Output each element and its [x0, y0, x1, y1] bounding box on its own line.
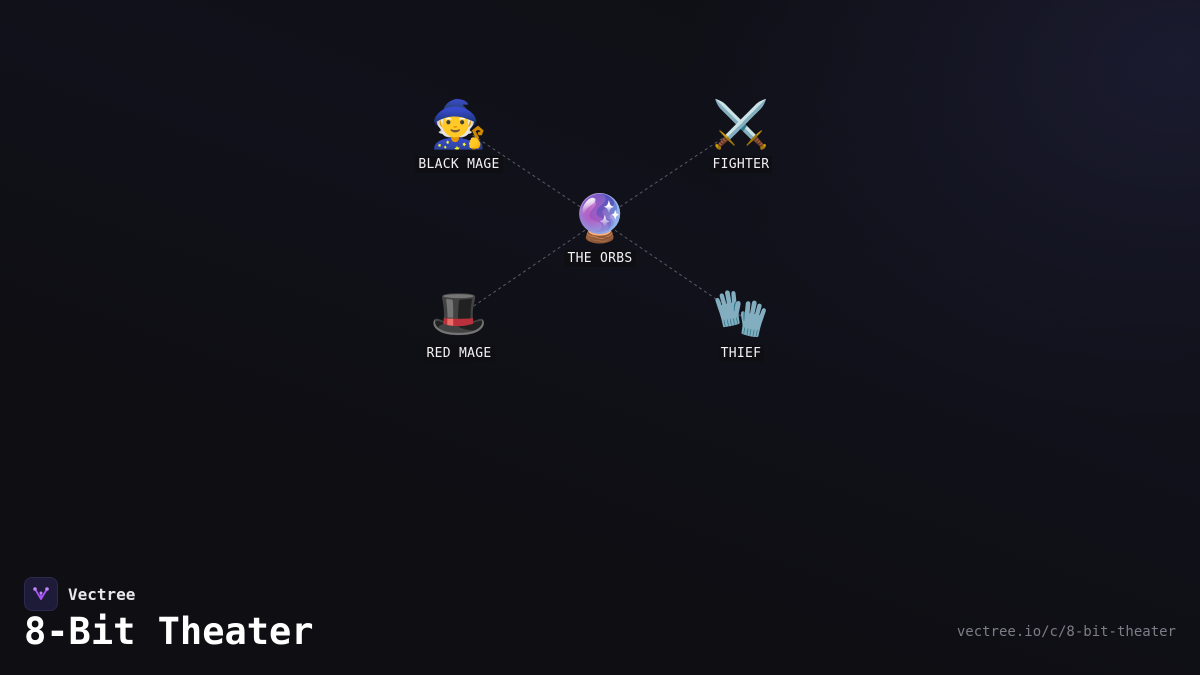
mage-icon: 🧙 — [430, 97, 488, 151]
vectree-logo-icon — [24, 577, 58, 611]
edge-fighter — [599, 125, 742, 221]
edge-black-mage — [458, 125, 601, 221]
node-red-mage[interactable]: 🎩 RED MAGE — [389, 285, 529, 362]
node-label: FIGHTER — [709, 156, 773, 173]
node-label: THIEF — [717, 345, 765, 362]
node-the-orbs[interactable]: 🔮 THE ORBS — [530, 190, 670, 267]
edge-red-mage — [458, 219, 601, 317]
page-title: 8-Bit Theater — [24, 610, 314, 653]
crossed-swords-icon: ⚔️ — [712, 97, 770, 151]
brand[interactable]: Vectree — [24, 577, 135, 611]
gloves-icon: 🧤 — [712, 286, 770, 340]
node-label: BLACK MAGE — [415, 156, 503, 173]
node-fighter[interactable]: ⚔️ FIGHTER — [671, 96, 811, 173]
node-thief[interactable]: 🧤 THIEF — [671, 285, 811, 362]
brand-name: Vectree — [68, 584, 136, 604]
node-label: THE ORBS — [564, 250, 636, 267]
node-label: RED MAGE — [423, 345, 495, 362]
crystal-ball-icon: 🔮 — [571, 191, 629, 245]
edge-thief — [599, 219, 742, 317]
page-url[interactable]: vectree.io/c/8-bit-theater — [956, 624, 1176, 640]
node-black-mage[interactable]: 🧙 BLACK MAGE — [389, 96, 529, 173]
top-hat-icon: 🎩 — [430, 286, 488, 340]
